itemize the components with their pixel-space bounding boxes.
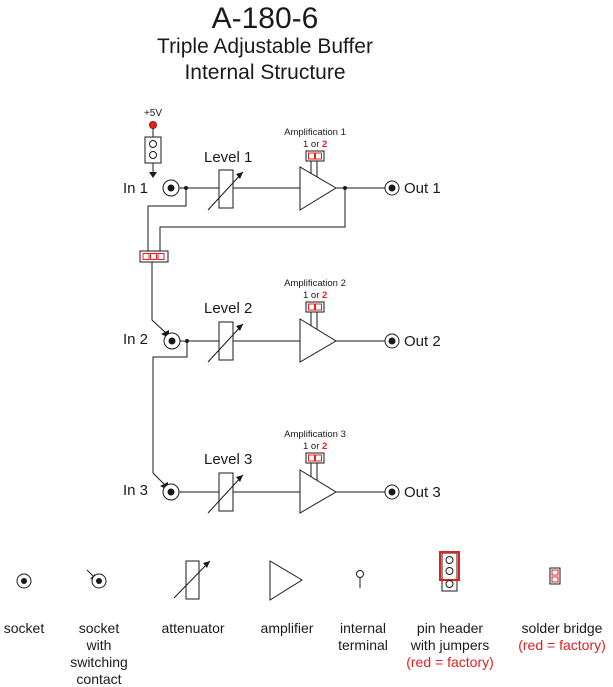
- legend-label-switching-3: switching: [70, 654, 128, 670]
- amp-label-3: Amplification 3: [284, 429, 346, 440]
- amp-jumper-3[interactable]: [305, 452, 325, 464]
- page-subtitle-line2: Internal Structure: [184, 61, 346, 84]
- legend-pin-header-icon: [439, 551, 460, 592]
- legend-label-attenuator: attenuator: [161, 620, 224, 636]
- input-socket-1[interactable]: [162, 179, 180, 197]
- legend-label-switching-2: with: [86, 637, 112, 653]
- level-label-2: Level 2: [204, 300, 252, 317]
- legend-label-solderbridge-note: (red = factory): [518, 637, 606, 653]
- input-label-2: In 2: [123, 331, 148, 348]
- output-socket-3[interactable]: [384, 484, 400, 500]
- svg-text:1 or 2: 1 or 2: [303, 290, 327, 301]
- solder-bridge[interactable]: [139, 250, 169, 263]
- amp-jumper-1[interactable]: [305, 150, 325, 162]
- amp-label-1: Amplification 1: [284, 127, 346, 138]
- output-socket-1[interactable]: [384, 180, 400, 196]
- legend-internal-terminal-icon: [356, 570, 364, 588]
- legend-label-terminal-1: internal: [340, 620, 386, 636]
- input-label-1: In 1: [123, 180, 148, 197]
- attenuator-1[interactable]: [207, 169, 244, 211]
- channel-1: In 1 Level 1 Amplification 1 1 or 2 Out: [123, 127, 441, 211]
- legend-label-switching-4: contact: [76, 671, 121, 687]
- page-subtitle-line1: Triple Adjustable Buffer: [157, 35, 373, 58]
- legend-attenuator-icon: [173, 560, 211, 600]
- input-socket-3[interactable]: [162, 483, 180, 501]
- legend-switching-socket-icon: [86, 569, 107, 589]
- channel-2: In 2 Level 2 Amplification 2 1 or 2 Out …: [123, 278, 441, 363]
- amp-label-2: Amplification 2: [284, 278, 346, 289]
- level-label-3: Level 3: [204, 451, 252, 468]
- channel-3: In 3 Level 3 Amplification 3 1 or 2 Out …: [123, 429, 441, 514]
- legend-label-terminal-2: terminal: [338, 637, 388, 653]
- output-label-2: Out 2: [404, 333, 441, 350]
- attenuator-2[interactable]: [207, 321, 244, 363]
- legend-solder-bridge-icon: [549, 567, 561, 585]
- output-label-1: Out 1: [404, 180, 441, 197]
- output-label-3: Out 3: [404, 484, 441, 501]
- legend-label-switching-1: socket: [79, 620, 120, 636]
- normal-wiring-2-3: [152, 341, 188, 490]
- supply-label: +5V: [144, 108, 162, 119]
- level-label-1: Level 1: [204, 149, 252, 166]
- legend-label-solderbridge: solder bridge: [522, 620, 603, 636]
- legend-label-amplifier: amplifier: [261, 620, 314, 636]
- legend-socket-icon: [16, 573, 32, 589]
- legend-label-pinheader-2: with jumpers: [410, 637, 490, 653]
- svg-text:1 or 2: 1 or 2: [303, 441, 327, 452]
- amplifier-2: [299, 318, 337, 363]
- svg-text:1 or 2: 1 or 2: [303, 139, 327, 150]
- attenuator-3[interactable]: [207, 472, 244, 514]
- legend-label-pinheader-1: pin header: [417, 620, 484, 636]
- legend-label-pinheader-note: (red = factory): [406, 654, 494, 670]
- input-label-3: In 3: [123, 482, 148, 499]
- input-socket-2[interactable]: [163, 332, 181, 350]
- amplifier-1: [299, 166, 337, 211]
- amplifier-3: [299, 469, 337, 514]
- page-title: A-180-6: [211, 2, 319, 35]
- supply-terminal: +5V: [144, 108, 162, 178]
- amp-jumper-2[interactable]: [305, 301, 325, 313]
- legend-label-socket: socket: [4, 620, 45, 636]
- output-socket-2[interactable]: [384, 333, 400, 349]
- legend: socket socket with switching contact att…: [4, 551, 606, 687]
- legend-amplifier-icon: [269, 560, 303, 601]
